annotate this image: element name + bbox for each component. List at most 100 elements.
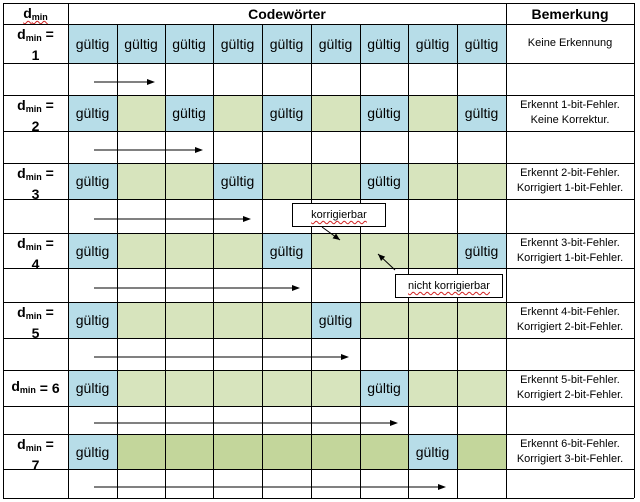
codeword-empty [457, 370, 506, 406]
codeword-valid-label: gültig [269, 242, 304, 259]
dmin-cell-3: dmin =3 [3, 163, 68, 202]
dmin-value: 4 [31, 256, 40, 272]
codeword-empty [262, 434, 311, 469]
codeword-valid-label: gültig [367, 380, 401, 396]
remark-cell-3: Erkennt 2-bit-Fehler.Korrigiert 1-bit-Fe… [506, 163, 634, 199]
codeword-valid-label: gültig [220, 173, 255, 189]
codeword-valid: gültig [262, 233, 311, 268]
codeword-valid-label: gültig [75, 312, 110, 328]
codeword-valid-label: gültig [318, 312, 353, 328]
codeword-empty [117, 370, 165, 406]
dmin-equals: = [41, 436, 54, 452]
dmin-value-line: 5 [3, 325, 68, 342]
callout-not-correctable: nicht korrigierbar [395, 274, 503, 298]
dmin-cell-4: dmin =4 [3, 233, 68, 272]
distance-arrow-head [341, 354, 349, 360]
codeword-empty [457, 434, 506, 469]
codeword-empty [117, 233, 165, 268]
codeword-valid-label: gültig [367, 173, 401, 189]
callout-not-correctable-pointer-head [378, 254, 386, 261]
codeword-empty [213, 434, 262, 469]
remark-line: Keine Korrektur. [530, 114, 610, 126]
distance-arrow-head [147, 79, 155, 85]
dmin-value: 7 [31, 457, 40, 473]
dmin-equals: = [41, 26, 54, 42]
codeword-valid: gültig [360, 24, 408, 63]
codeword-valid: gültig [68, 370, 117, 406]
codeword-empty [408, 233, 457, 268]
callout-not-correctable-text: nicht korrigierbar [408, 280, 490, 292]
codeword-empty [117, 434, 165, 469]
remark-cell-4: Erkennt 3-bit-Fehler. Korrigiert 1-bit-Fe… [506, 233, 634, 268]
dmin-value-line: 3 [3, 186, 68, 203]
distance-arrow-head [292, 285, 300, 291]
header-dmin-subscript: min [31, 12, 48, 22]
callout-correctable-text: korrigierbar [311, 209, 367, 221]
remark-line: Keine Erkennung [527, 37, 613, 49]
callout-correctable-pointer-head [332, 233, 340, 240]
dmin-cell-6: dmin = 6 [3, 370, 68, 406]
codeword-valid: gültig [457, 24, 506, 63]
dmin-symbol-line: dmin = [3, 165, 68, 186]
codeword-valid: gültig [165, 95, 213, 131]
remark-line: Korrigiert 2-bit-Fehler. [516, 321, 624, 333]
header-codewords: Codewörter [68, 3, 506, 24]
codeword-valid-label: gültig [464, 105, 499, 121]
codeword-valid: gültig [360, 370, 408, 406]
callout-correctable: korrigierbar [292, 203, 386, 227]
codeword-valid: gültig [360, 163, 408, 199]
codeword-valid: gültig [68, 24, 117, 63]
codeword-empty [213, 370, 262, 406]
codeword-valid-label: gültig [367, 35, 401, 52]
remark-line: Erkennt 3-bit-Fehler. [520, 236, 620, 249]
dmin-value-line: 2 [3, 118, 68, 135]
codeword-empty [360, 302, 408, 338]
codeword-valid-label: gültig [172, 35, 206, 52]
dmin-symbol: dmin [17, 165, 42, 182]
dmin-cell-5: dmin = 5 [3, 302, 68, 341]
codeword-empty [165, 302, 213, 338]
codeword-valid: gültig [262, 24, 311, 63]
codeword-valid: gültig [68, 233, 117, 268]
codeword-valid: gültig [68, 302, 117, 338]
codeword-empty [408, 302, 457, 338]
codeword-valid: gültig [213, 163, 262, 199]
codeword-valid: gültig [311, 302, 360, 338]
codeword-valid-label: gültig [75, 380, 110, 396]
dmin-value: 3 [31, 186, 40, 202]
codeword-valid: gültig [360, 95, 408, 131]
codeword-valid: gültig [68, 434, 117, 469]
remark-line: Korrigiert 1-bit-Fehler. [516, 251, 624, 264]
codeword-valid-label: gültig [415, 443, 450, 460]
dmin-symbol: dmin [17, 304, 42, 321]
codeword-valid-label: gültig [172, 105, 206, 121]
codeword-empty [213, 302, 262, 338]
remark-line: Erkennt 1-bit-Fehler. [520, 99, 620, 111]
codeword-empty [360, 233, 408, 268]
dmin-symbol: dmin [17, 26, 42, 43]
codeword-valid-label: gültig [415, 35, 450, 52]
dmin-equals: = [41, 97, 54, 113]
remark-line: Korrigiert 1-bit-Fehler. [516, 182, 624, 194]
dmin-cell-1: dmin =1 [3, 24, 68, 63]
dmin-equals: = [41, 304, 54, 320]
codeword-empty [408, 370, 457, 406]
remark-line: Erkennt 6-bit-Fehler. [520, 437, 620, 450]
codeword-empty [408, 95, 457, 131]
codeword-valid: gültig [408, 24, 457, 63]
dmin-value-line: 1 [3, 47, 68, 64]
codeword-empty [311, 163, 360, 199]
codeword-valid-label: gültig [75, 443, 110, 460]
codeword-empty [311, 95, 360, 131]
codeword-valid: gültig [213, 24, 262, 63]
distance-arrow-head [195, 147, 203, 153]
codeword-valid: gültig [68, 95, 117, 131]
codeword-valid: gültig [68, 163, 117, 199]
dmin-value-line: 4 [3, 256, 68, 273]
dmin-symbol-line: dmin = [3, 26, 68, 47]
dmin-subscript: min [25, 172, 42, 182]
header-dmin-label: dmin [23, 5, 48, 22]
dmin-subscript: min [19, 384, 36, 395]
distance-arrow-head [390, 420, 398, 426]
